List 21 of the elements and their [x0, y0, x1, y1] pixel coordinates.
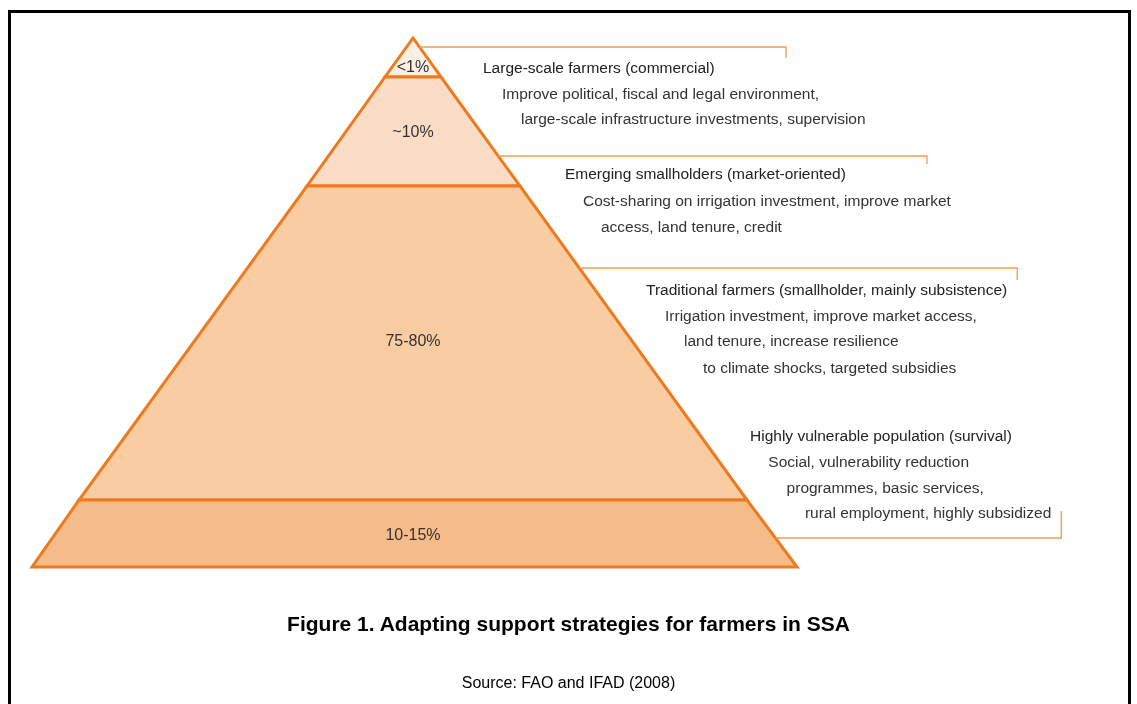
leader-line [497, 155, 928, 165]
strategy-text: large-scale infrastructure investments, supervision [521, 110, 866, 128]
percentage-label: <1% [396, 58, 430, 76]
strategy-text: access, land tenure, credit [601, 218, 782, 236]
strategy-text: Irrigation investment, improve market access, [665, 307, 977, 325]
strategy-text: Social, vulnerability reduction [768, 453, 970, 471]
strategy-text: programmes, basic services, [786, 479, 984, 497]
tier-heading: Large-scale farmers (commercial) [483, 59, 715, 77]
strategy-text: Cost-sharing on irrigation investment, improve market [583, 192, 951, 210]
source-caption: Source: FAO and IFAD (2008) [461, 674, 676, 692]
tier-heading: Traditional farmers (smallholder, mainly subsistence) [646, 281, 1008, 299]
tier-heading: Emerging smallholders (market-oriented) [565, 165, 846, 183]
tier-heading: Highly vulnerable population (survival) [750, 427, 1012, 445]
percentage-label: 10-15% [385, 526, 441, 544]
strategy-text: to climate shocks, targeted subsidies [703, 359, 957, 377]
strategy-text: land tenure, increase resilience [684, 332, 899, 350]
percentage-label: 75-80% [385, 332, 441, 350]
strategy-text: rural employment, highly subsidized [804, 504, 1052, 522]
figure-title: Figure 1. Adapting support strategies for farmers in SSA [287, 612, 850, 636]
strategy-text: Improve political, fiscal and legal environment, [502, 85, 820, 103]
percentage-label: ~10% [392, 123, 434, 141]
